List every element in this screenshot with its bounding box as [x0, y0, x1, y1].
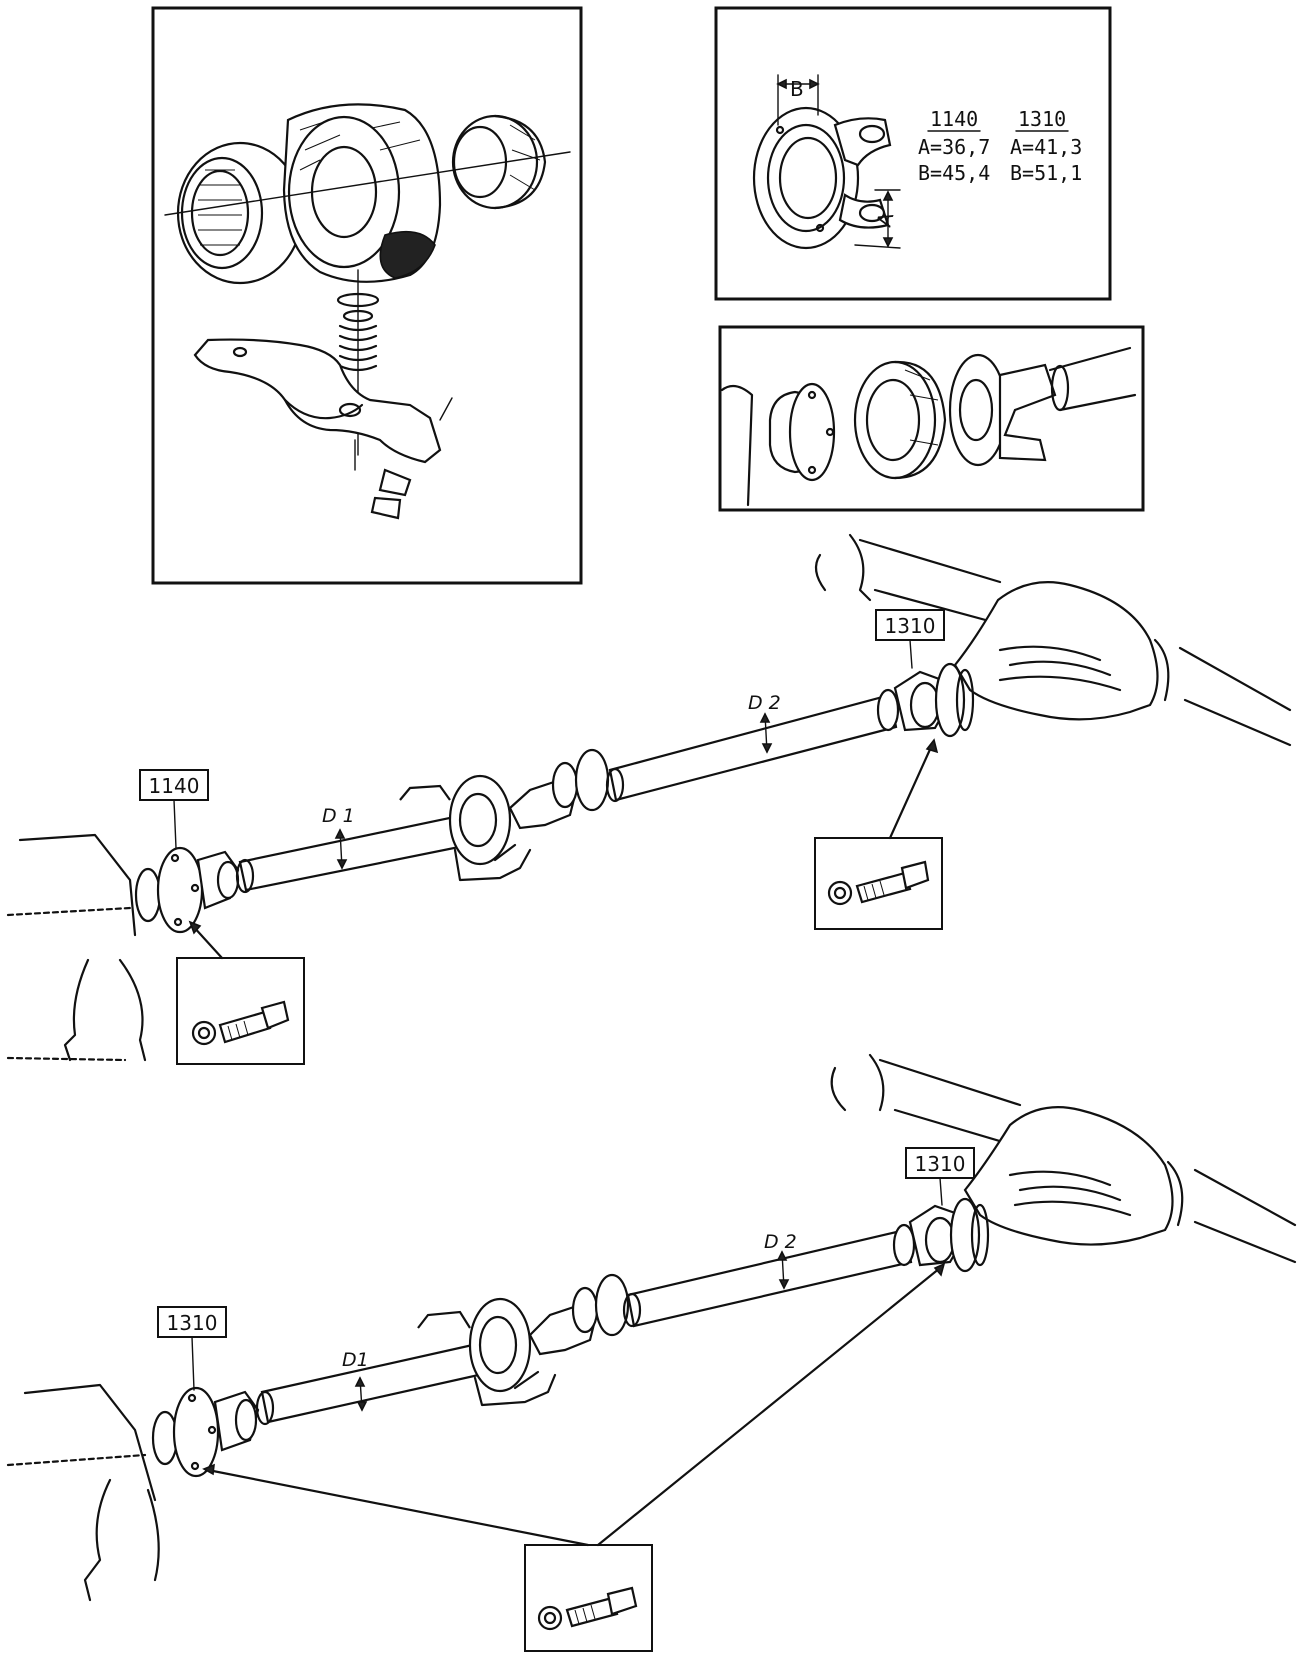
dimension-b-label: B [790, 77, 804, 101]
upper-center-bearing [399, 774, 532, 882]
lower-rear-joint-label: 1310 [915, 1152, 966, 1176]
dimension-a-label: A [872, 210, 899, 230]
lower-front-shaft [260, 1338, 503, 1424]
upper-label-1310: 1310 [875, 609, 945, 669]
lower-label-rear-1310: 1310 [905, 1147, 975, 1206]
upper-label-1140: 1140 [139, 769, 209, 849]
upper-d1-label: D 1 [322, 805, 355, 827]
mounting-bracket [193, 338, 453, 464]
flange-yoke [752, 106, 892, 250]
spec-1310-a: A=41,3 [1010, 135, 1082, 159]
rubber-housing [282, 103, 442, 283]
upper-rear-axle [814, 533, 1292, 747]
lower-rear-joint-1310 [892, 1197, 990, 1273]
upper-front-joint-1140 [134, 846, 255, 934]
upper-front-shaft [238, 810, 486, 892]
dimension-b: B [776, 74, 820, 126]
lower-gearbox [6, 1383, 160, 1602]
spec-header-1310: 1310 [1018, 107, 1066, 131]
lower-d2-label: D 2 [764, 1231, 797, 1253]
upper-middle-ujoint [508, 748, 625, 830]
spec-1140-a: A=36,7 [918, 135, 990, 159]
lower-center-bearing [417, 1297, 557, 1407]
lower-d1-label: D1 [342, 1349, 369, 1371]
upper-d1-dimension: D 1 [322, 805, 355, 870]
gearbox-flange [720, 382, 836, 507]
lower-rear-shaft [626, 1228, 913, 1328]
spec-1140-b: B=45,4 [918, 161, 990, 185]
flange-dimension-panel: B A 1140 A=36,7 B=45,4 1310 A=41,3 B=51,… [714, 6, 1112, 301]
upper-rear-fastener-inset [814, 738, 943, 930]
lower-middle-ujoint [528, 1273, 642, 1356]
shaft-flange-yoke [948, 346, 1137, 467]
bracket-bolt [354, 439, 412, 520]
flange-bearing-ring [853, 360, 947, 480]
lower-fastener-inset [202, 1262, 946, 1652]
upper-rear-shaft [608, 693, 898, 802]
upper-rear-joint-1310 [876, 662, 975, 738]
spec-header-1140: 1140 [930, 107, 978, 131]
spec-table: 1140 A=36,7 B=45,4 1310 A=41,3 B=51,1 [918, 107, 1082, 185]
ball-bearing [176, 141, 304, 285]
upper-driveshaft-assembly: D 1 D 2 1140 1310 [6, 533, 1292, 1065]
lower-front-joint-label: 1310 [167, 1311, 218, 1335]
flange-assembly-panel [718, 325, 1145, 512]
lower-d2-dimension: D 2 [764, 1231, 797, 1290]
support-bearing-exploded-panel [151, 6, 583, 585]
lower-rear-axle [830, 1053, 1297, 1264]
dimension-a: A [854, 189, 901, 249]
upper-d2-dimension: D 2 [748, 692, 781, 754]
bearing-sleeve [451, 114, 547, 210]
upper-rear-joint-label: 1310 [885, 614, 936, 638]
upper-front-joint-label: 1140 [149, 774, 200, 798]
lower-driveshaft-assembly: D1 D 2 1310 1310 [6, 1053, 1297, 1652]
upper-front-fastener-inset [176, 920, 305, 1065]
lower-front-joint-1310 [151, 1386, 275, 1478]
lower-d1-dimension: D1 [342, 1349, 369, 1412]
upper-d2-label: D 2 [748, 692, 781, 714]
upper-gearbox [6, 833, 147, 1062]
lower-label-front-1310: 1310 [157, 1306, 227, 1391]
spec-1310-b: B=51,1 [1010, 161, 1082, 185]
